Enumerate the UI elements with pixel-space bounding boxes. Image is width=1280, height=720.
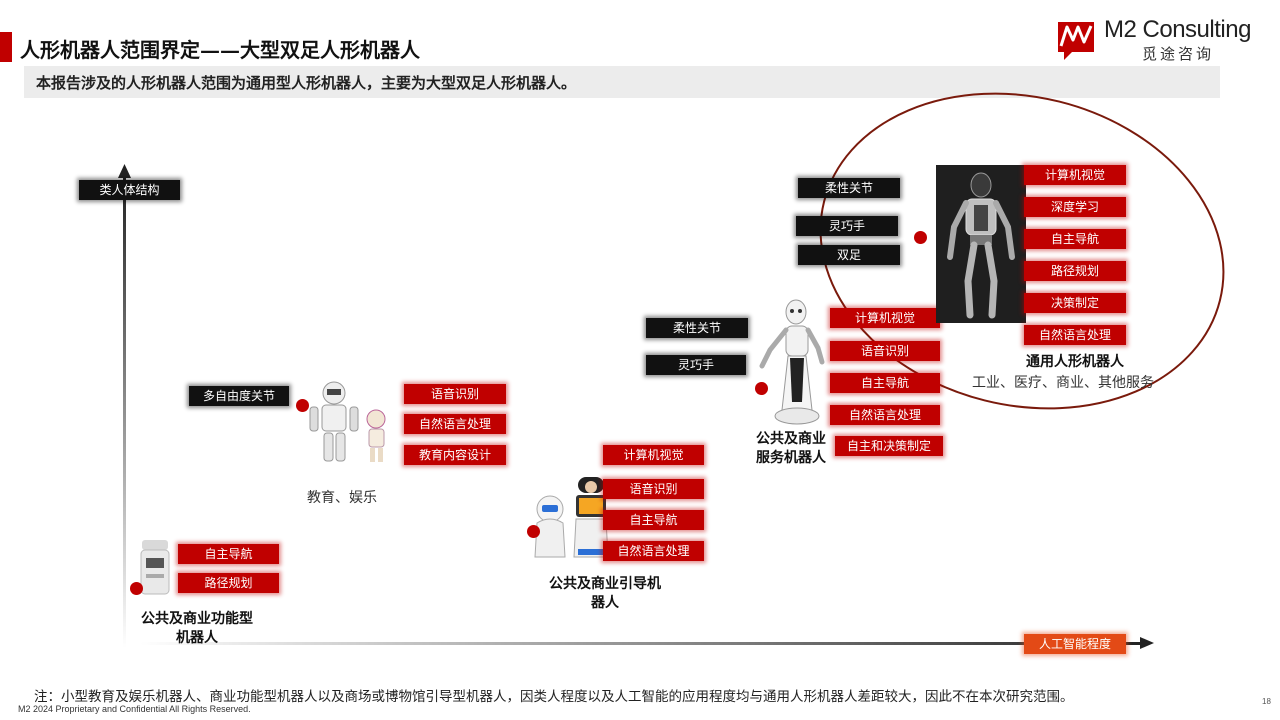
category-title-functional: 公共及商业功能型 机器人 — [141, 611, 253, 646]
title-accent-bar — [0, 32, 12, 62]
structure-tag: 灵巧手 — [796, 216, 898, 236]
m2-logo-icon — [1058, 22, 1094, 60]
feature-tag: 自然语言处理 — [404, 414, 506, 434]
feature-tag: 计算机视觉 — [603, 445, 704, 465]
feature-tag: 语音识别 — [603, 479, 704, 499]
x-axis-line — [140, 642, 1142, 645]
subtitle-band — [24, 66, 1220, 98]
functional-robot-marker — [130, 582, 143, 595]
feature-tag: 自主导航 — [603, 510, 704, 530]
feature-tag: 自主导航 — [830, 373, 940, 393]
structure-tag: 柔性关节 — [646, 318, 748, 338]
feature-tag: 自主导航 — [178, 544, 279, 564]
structure-tag: 多自由度关节 — [189, 386, 289, 406]
guide-robot-marker — [527, 525, 540, 538]
page-title: 人形机器人范围界定——大型双足人形机器人 — [20, 38, 420, 62]
feature-tag: 计算机视觉 — [1024, 165, 1126, 185]
category-title-humanoid: 通用人形机器人 — [1026, 354, 1124, 370]
feature-tag: 深度学习 — [1024, 197, 1126, 217]
page-number: 18 — [1262, 697, 1271, 706]
humanoid-robot-marker — [914, 231, 927, 244]
functional-robot-image — [140, 540, 170, 595]
structure-tag: 柔性关节 — [798, 178, 900, 198]
feature-tag: 路径规划 — [178, 573, 279, 593]
y-axis-arrow — [118, 164, 131, 178]
page-subtitle: 本报告涉及的人形机器人范围为通用型人形机器人，主要为大型双足人形机器人。 — [36, 74, 577, 92]
humanoid-robot-image — [936, 165, 1026, 323]
structure-tag: 灵巧手 — [646, 355, 746, 375]
education-robot-marker — [296, 399, 309, 412]
service-robot-image — [759, 299, 825, 425]
category-caption-humanoid: 工业、医疗、商业、其他服务 — [972, 375, 1154, 391]
category-title-guide: 公共及商业引导机 器人 — [549, 576, 661, 611]
feature-tag: 自然语言处理 — [603, 541, 704, 561]
y-axis-line — [123, 178, 126, 648]
y-axis-label: 类人体结构 — [79, 180, 180, 200]
feature-tag: 自然语言处理 — [830, 405, 940, 425]
feature-tag: 语音识别 — [404, 384, 506, 404]
feature-tag: 自主导航 — [1024, 229, 1126, 249]
general-humanoid-highlight-ellipse — [819, 92, 1225, 410]
category-caption-education: 教育、娱乐 — [307, 490, 377, 506]
feature-tag: 决策制定 — [1024, 293, 1126, 313]
feature-tag: 教育内容设计 — [404, 445, 506, 465]
logo-name-cn: 觅途咨询 — [1142, 45, 1215, 63]
service-robot-marker — [755, 382, 768, 395]
x-axis-label: 人工智能程度 — [1024, 634, 1126, 654]
category-title-service: 公共及商业 服务机器人 — [756, 431, 826, 466]
footnote: 注：小型教育及娱乐机器人、商业功能型机器人以及商场或博物馆引导型机器人，因类人程… — [34, 689, 1074, 705]
feature-tag: 自主和决策制定 — [835, 436, 943, 456]
feature-tag: 语音识别 — [830, 341, 940, 361]
feature-tag: 路径规划 — [1024, 261, 1126, 281]
guide-robot-image — [534, 477, 609, 558]
logo-name: M2 Consulting — [1104, 16, 1251, 43]
feature-tag: 计算机视觉 — [830, 308, 940, 328]
footer-copyright: M2 2024 Proprietary and Confidential All… — [18, 704, 251, 714]
education-robot-image — [309, 381, 386, 462]
x-axis-arrow — [1140, 637, 1154, 649]
feature-tag: 自然语言处理 — [1024, 325, 1126, 345]
structure-tag: 双足 — [798, 245, 900, 265]
